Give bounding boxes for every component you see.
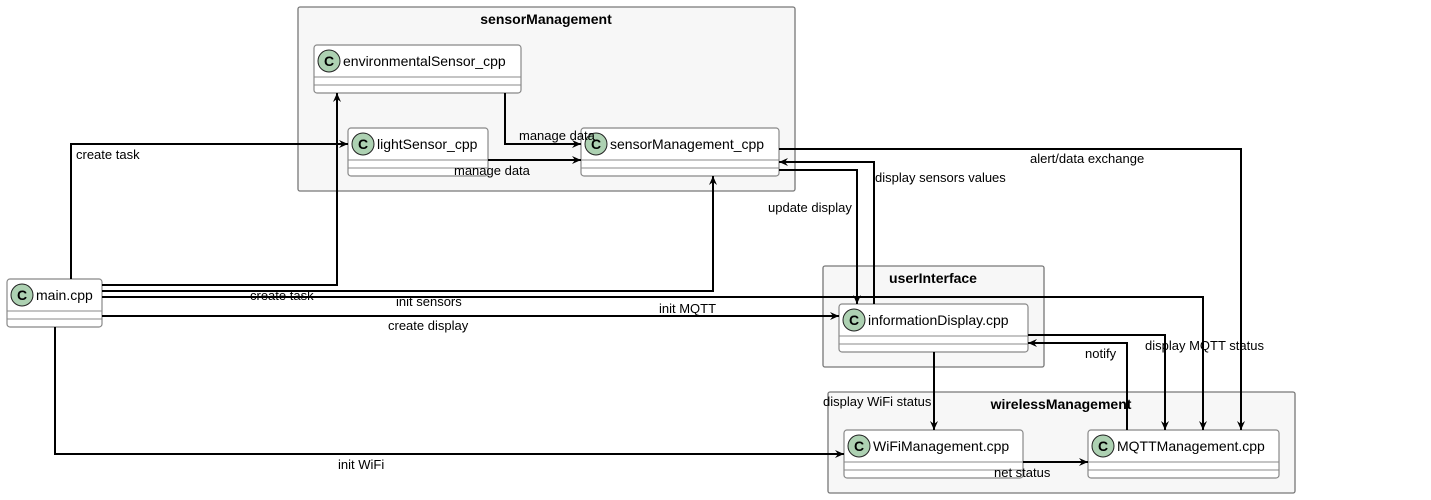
package-title-wireless-management: wirelessManagement (990, 396, 1132, 412)
class-badge-label: C (358, 136, 368, 152)
class-badge-icon (847, 434, 871, 458)
edge-label: net status (994, 465, 1051, 480)
class-mqtt-management[interactable]: C MQTTManagement.cpp (1087, 429, 1280, 479)
package-title-user-interface: userInterface (889, 270, 977, 286)
edge-label: init MQTT (659, 301, 716, 316)
class-sensor-management[interactable]: C sensorManagement_cpp (580, 127, 780, 177)
edge-label: create task (76, 147, 140, 162)
class-name-mqtt-management: MQTTManagement.cpp (1117, 438, 1265, 454)
class-badge-label: C (849, 312, 859, 328)
edge-main-to-sensor-management (102, 176, 717, 292)
edge-label: display sensors values (875, 170, 1006, 185)
edge-label: update display (768, 200, 852, 215)
edge-main-to-environmental-sensor (102, 93, 341, 286)
edge-label: create display (388, 318, 469, 333)
class-name-light-sensor: lightSensor_cpp (377, 136, 478, 152)
edge-label: create task (250, 288, 314, 303)
class-name-information-display: informationDisplay.cpp (868, 312, 1009, 328)
edge-environmental-to-sensor-management (504, 93, 581, 148)
class-badge-icon (1091, 434, 1115, 458)
edge-label: init sensors (396, 294, 462, 309)
edge-main-to-wifi-management (54, 327, 844, 458)
class-information-display[interactable]: C informationDisplay.cpp (838, 303, 1029, 353)
edge-main-to-light-sensor (70, 140, 348, 279)
edge-display-to-mqtt (1028, 334, 1169, 430)
class-name-wifi-management: WiFiManagement.cpp (873, 438, 1009, 454)
edge-display-to-sensor-management (779, 158, 875, 304)
class-main[interactable]: C main.cpp (6, 278, 103, 328)
edge-mqtt-to-display (1028, 339, 1128, 430)
edge-label: manage data (519, 128, 596, 143)
edge-label: init WiFi (338, 457, 384, 472)
class-name-environmental-sensor: environmentalSensor_cpp (343, 53, 506, 69)
edge-sensor-management-to-display (779, 169, 861, 304)
class-badge-icon (317, 49, 341, 73)
edge-label: display MQTT status (1145, 338, 1264, 353)
edge-label: manage data (454, 163, 531, 178)
class-badge-icon (351, 132, 375, 156)
class-light-sensor[interactable]: C lightSensor_cpp (347, 127, 489, 177)
edge-label: display WiFi status (823, 394, 932, 409)
edge-main-to-mqtt-management (102, 296, 1207, 430)
class-badge-label: C (1098, 438, 1108, 454)
class-environmental-sensor[interactable]: C environmentalSensor_cpp (313, 44, 522, 94)
class-name-sensor-management: sensorManagement_cpp (610, 136, 764, 152)
edge-sensor-management-to-mqtt (779, 148, 1245, 430)
class-badge-icon (584, 132, 608, 156)
class-badge-label: C (591, 136, 601, 152)
edge-label: notify (1085, 346, 1117, 361)
class-wifi-management[interactable]: C WiFiManagement.cpp (843, 429, 1024, 479)
edge-label: alert/data exchange (1030, 151, 1144, 166)
class-badge-label: C (854, 438, 864, 454)
class-badge-icon (842, 308, 866, 332)
class-badge-icon (10, 283, 34, 307)
class-badge-label: C (17, 287, 27, 303)
class-badge-label: C (324, 53, 334, 69)
package-title-sensor-management: sensorManagement (480, 11, 612, 27)
class-name-main: main.cpp (36, 287, 93, 303)
